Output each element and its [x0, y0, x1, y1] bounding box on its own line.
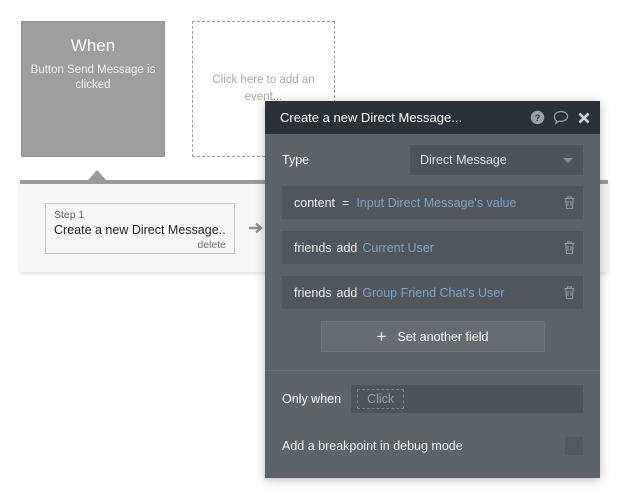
step-card[interactable]: Step 1 Create a new Direct Message... de…	[45, 203, 235, 254]
step-strip-pointer	[88, 170, 106, 180]
field-operator: add	[336, 285, 358, 300]
field-value[interactable]: Current User	[362, 240, 434, 255]
add-event-label: Click here to add an event...	[212, 74, 315, 103]
dialog-title: Create a new Direct Message...	[280, 110, 463, 125]
step-delete-link[interactable]: delete	[197, 239, 226, 251]
set-another-field-button[interactable]: + Set another field	[320, 321, 545, 352]
field-row[interactable]: friends add Group Friend Chat's User	[282, 276, 583, 309]
type-label: Type	[282, 153, 310, 167]
type-row: Type Direct Message	[282, 134, 583, 186]
type-select[interactable]: Direct Message	[410, 145, 583, 175]
create-direct-message-dialog: Create a new Direct Message... ?	[265, 101, 600, 478]
help-circle-icon[interactable]: ?	[530, 110, 545, 125]
when-event-block[interactable]: When Button Send Message is clicked	[21, 21, 165, 157]
delete-field-icon[interactable]	[563, 195, 576, 210]
breakpoint-checkbox[interactable]	[565, 437, 583, 455]
field-row[interactable]: content = Input Direct Message's value	[282, 186, 583, 219]
breakpoint-label: Add a breakpoint in debug mode	[282, 439, 463, 453]
only-when-placeholder: Click	[357, 388, 405, 409]
breakpoint-row[interactable]: Add a breakpoint in debug mode	[282, 426, 583, 466]
field-name: content	[294, 195, 336, 210]
type-select-value: Direct Message	[420, 153, 507, 167]
field-value[interactable]: Group Friend Chat's User	[362, 285, 505, 300]
only-when-input[interactable]: Click	[351, 384, 583, 413]
speech-bubble-icon[interactable]	[553, 110, 569, 125]
close-x-icon[interactable]	[577, 111, 591, 125]
step-title: Create a new Direct Message...	[54, 223, 226, 237]
field-operator: add	[336, 240, 358, 255]
field-row[interactable]: friends add Current User	[282, 231, 583, 264]
chevron-down-icon	[563, 157, 573, 163]
when-block-subtitle: Button Send Message is clicked	[30, 64, 156, 91]
set-another-field-wrap: + Set another field	[282, 321, 583, 352]
delete-field-icon[interactable]	[563, 240, 576, 255]
dialog-body: Type Direct Message content = Input Dire…	[265, 134, 600, 466]
set-another-field-label: Set another field	[397, 329, 489, 344]
svg-text:?: ?	[535, 113, 541, 123]
step-number: Step 1	[54, 209, 85, 221]
next-step-arrow-icon[interactable]	[246, 218, 266, 238]
field-operator: =	[342, 195, 350, 210]
plus-icon: +	[376, 327, 387, 346]
only-when-label: Only when	[282, 391, 342, 406]
dialog-header: Create a new Direct Message... ?	[265, 101, 600, 134]
add-event-placeholder[interactable]: Click here to add an event...	[192, 21, 335, 157]
field-name: friends	[294, 285, 332, 300]
dialog-header-actions: ?	[530, 110, 591, 125]
field-value[interactable]: Input Direct Message's value	[356, 195, 517, 210]
when-block-title: When	[70, 36, 116, 55]
dialog-divider	[265, 370, 600, 371]
delete-field-icon[interactable]	[563, 285, 576, 300]
field-name: friends	[294, 240, 332, 255]
only-when-row: Only when Click	[282, 371, 583, 426]
